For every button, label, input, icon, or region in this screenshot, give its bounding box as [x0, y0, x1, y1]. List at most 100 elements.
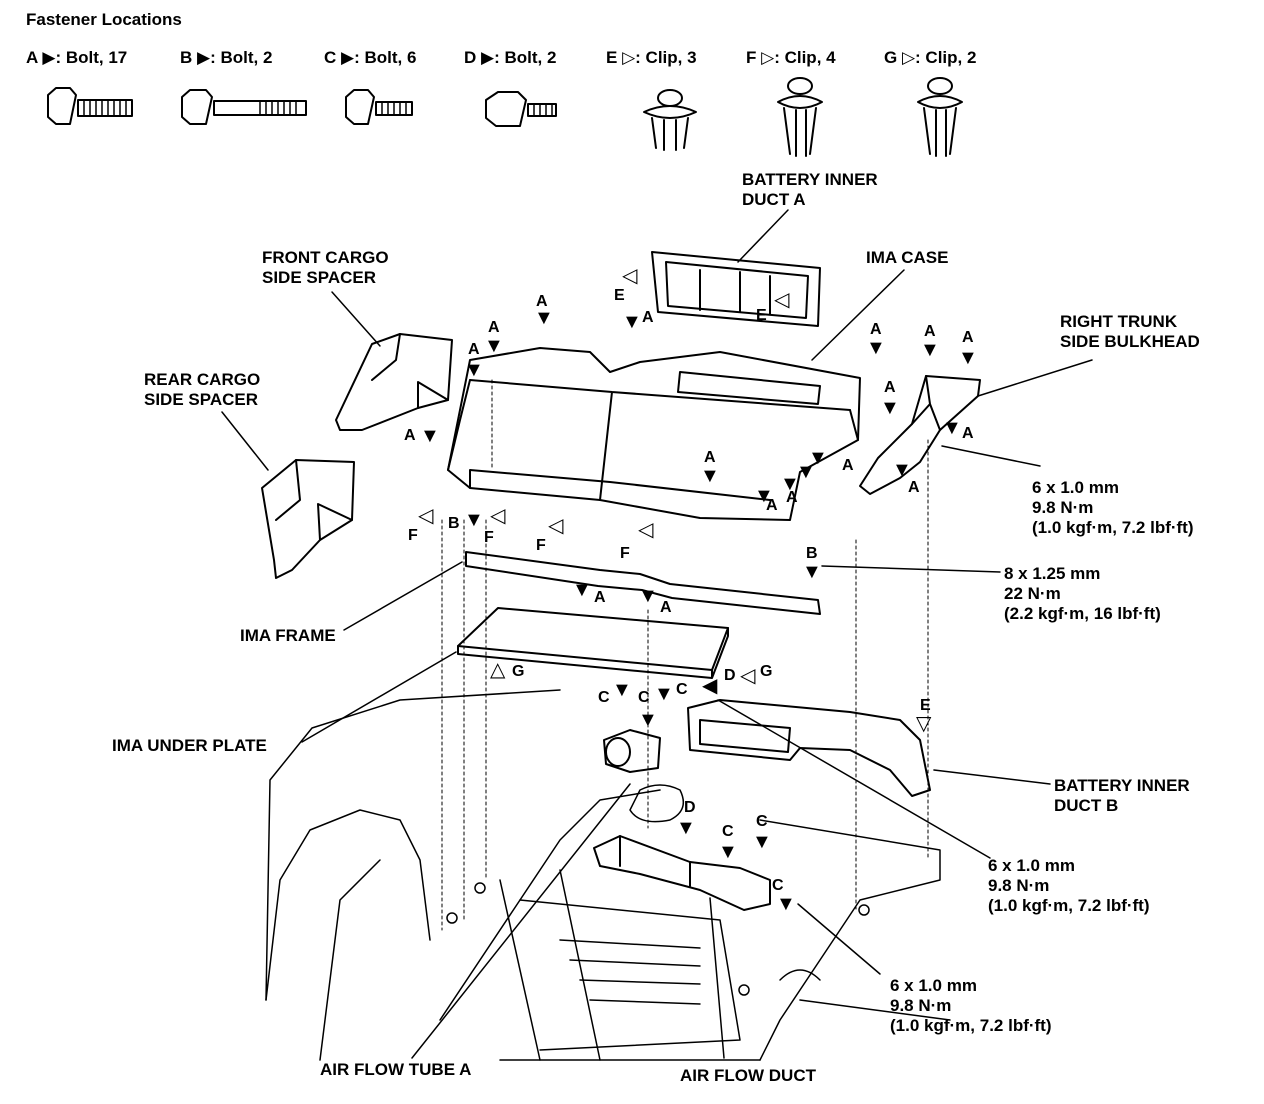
fastener-label: : Clip, 3 [635, 48, 697, 67]
open-triangle-icon: ▷ [761, 48, 775, 67]
clip-g-icon [917, 77, 963, 157]
clip-f-icon [777, 77, 823, 157]
callout-f: F [620, 545, 630, 562]
fastener-key-a: A ▶: Bolt, 17 [26, 48, 127, 68]
clip-e-icon [643, 89, 697, 151]
filled-triangle-down-icon: ▼ [780, 473, 800, 495]
right-trunk-side-bulkhead-drawing [859, 375, 981, 495]
open-triangle-icon: ◁ [774, 289, 790, 311]
open-triangle-icon: ▷ [901, 48, 916, 67]
filled-triangle-icon: ▶ [42, 48, 56, 67]
open-triangle-icon: ◁ [490, 505, 506, 527]
fastener-label: : Clip, 4 [774, 48, 836, 67]
callout-c: C [722, 823, 734, 840]
filled-triangle-down-icon: ▼ [534, 307, 554, 329]
fastener-key-c: C ▶: Bolt, 6 [324, 48, 416, 68]
fastener-key-b: B ▶: Bolt, 2 [180, 48, 272, 68]
page-title: Fastener Locations [26, 10, 182, 29]
label-air-flow-tube-a: AIR FLOW TUBE A [320, 1060, 472, 1079]
callout-f: F [408, 527, 418, 544]
filled-triangle-icon: ▶ [481, 48, 495, 67]
filled-triangle-down-icon: ▼ [612, 679, 632, 701]
fastener-letter: C [324, 48, 337, 67]
fastener-key-e: E ▷: Clip, 3 [606, 48, 697, 68]
callout-c: C [598, 689, 610, 706]
filled-triangle-down-icon: ▼ [802, 561, 822, 583]
filled-triangle-down-icon: ▼ [920, 339, 940, 361]
callout-f: F [484, 529, 494, 546]
callout-a: A [536, 293, 548, 310]
callout-a: A [870, 321, 882, 338]
rear-cargo-side-spacer-drawing [261, 459, 355, 579]
filled-triangle-down-icon: ▼ [866, 337, 886, 359]
filled-triangle-down-icon: ▼ [638, 709, 658, 731]
filled-triangle-down-icon: ▼ [464, 509, 484, 531]
fastener-letter: F [746, 48, 757, 67]
front-cargo-side-spacer-drawing [335, 333, 453, 431]
callout-f: F [536, 537, 546, 554]
filled-triangle-down-icon: ▼ [622, 311, 642, 333]
filled-triangle-down-icon: ▼ [464, 359, 484, 381]
fastener-letter: E [606, 48, 618, 67]
filled-triangle-down-icon: ▼ [572, 579, 592, 601]
open-triangle-up-icon: △ [490, 659, 506, 681]
filled-triangle-down-icon: ▼ [796, 461, 816, 483]
callout-e: E [614, 287, 625, 304]
filled-triangle-down-icon: ▼ [776, 893, 796, 915]
callout-a: A [766, 497, 778, 514]
fastener-key-g: G ▷: Clip, 2 [884, 48, 976, 68]
callout-a: A [404, 427, 416, 444]
ima-frame-drawing [465, 551, 821, 615]
bolt-c-icon [345, 89, 413, 125]
ima-under-plate-drawing [457, 607, 729, 679]
bolt-b-icon [181, 89, 307, 125]
label-ima-under-plate: IMA UNDER PLATE [112, 736, 267, 755]
fastener-label: : Bolt, 17 [55, 48, 128, 67]
air-flow-tube-a-drawing [603, 729, 661, 773]
callout-c: C [756, 813, 768, 830]
battery-inner-duct-a-drawing [651, 251, 821, 327]
label-ima-frame: IMA FRAME [240, 626, 336, 645]
fastener-letter: G [884, 48, 898, 67]
callout-d: D [684, 799, 696, 816]
callout-c: C [772, 877, 784, 894]
callout-a: A [884, 379, 896, 396]
callout-c: C [638, 689, 650, 706]
filled-triangle-down-icon: ▼ [676, 817, 696, 839]
open-triangle-icon: ◁ [418, 505, 434, 527]
filled-triangle-down-icon: ▼ [892, 459, 912, 481]
open-triangle-icon: ◁ [548, 515, 564, 537]
filled-triangle-down-icon: ▼ [754, 485, 774, 507]
callout-a: A [468, 341, 480, 358]
callout-a: A [594, 589, 606, 606]
filled-triangle-down-icon: ▼ [420, 425, 440, 447]
filled-triangle-icon: ▶ [341, 48, 355, 67]
callout-a: A [924, 323, 936, 340]
fastener-label: : Bolt, 6 [354, 48, 417, 67]
filled-triangle-down-icon: ▼ [808, 447, 828, 469]
filled-triangle-down-icon: ▼ [718, 841, 738, 863]
filled-triangle-down-icon: ▼ [638, 585, 658, 607]
callout-a: A [660, 599, 672, 616]
callout-a: A [908, 479, 920, 496]
bolt-d-icon [485, 91, 557, 127]
open-triangle-icon: ◁ [622, 265, 638, 287]
open-triangle-icon: ▷ [622, 48, 636, 67]
fastener-letter: B [180, 48, 193, 67]
callout-e: E [756, 307, 767, 324]
callout-d: D [724, 667, 736, 684]
filled-triangle-down-icon: ▼ [700, 465, 720, 487]
open-triangle-icon: ◁ [638, 519, 654, 541]
callout-a: A [786, 489, 798, 506]
callout-a: A [842, 457, 854, 474]
open-triangle-icon: ◁ [740, 665, 756, 687]
label-air-flow-duct: AIR FLOW DUCT [680, 1066, 816, 1085]
alignment-lines [441, 379, 929, 931]
